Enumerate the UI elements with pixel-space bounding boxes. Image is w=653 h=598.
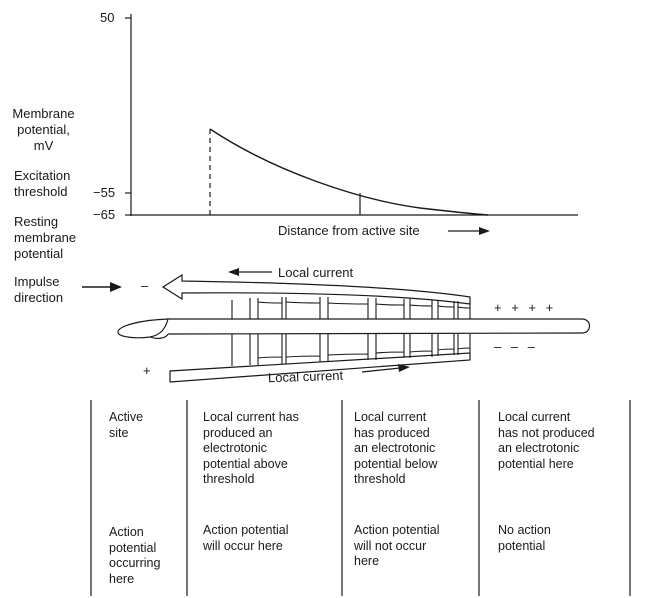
- impulse-direction-label: Impulse direction: [14, 274, 64, 305]
- y-tick-threshold: −55: [93, 185, 116, 200]
- local-current-top-label: Local current: [278, 265, 354, 280]
- col-no-potential-top: Local current has not produced an electr…: [498, 410, 595, 471]
- local-current-bottom-arrowhead: [398, 364, 410, 372]
- col-active-site-bottom: Action potential occurring here: [109, 525, 161, 586]
- y-tick-50: 50: [100, 10, 115, 25]
- col-below-threshold-top: Local current has produced an electroton…: [354, 410, 438, 486]
- excitation-threshold-label: Excitation threshold: [14, 168, 71, 199]
- col-above-threshold-bottom: Action potential will occur here: [203, 523, 289, 553]
- local-current-bottom-label: Local current: [267, 367, 344, 386]
- axon-tube: [167, 318, 591, 335]
- local-current-top-arrowhead: [228, 268, 239, 276]
- distance-arrowhead: [479, 227, 490, 235]
- minus-signs-right: – – –: [494, 339, 538, 354]
- col-below-threshold-bottom: Action potential will not occur here: [354, 523, 440, 568]
- current-loops-bottom: [231, 334, 471, 366]
- potential-decay-curve: [209, 128, 489, 216]
- plus-sign-left: +: [143, 363, 151, 378]
- local-current-bottom-arrow: [361, 367, 401, 373]
- y-tick-resting: −65: [93, 207, 116, 222]
- local-current-arrow-top: [161, 273, 471, 305]
- plus-signs-right: + + + +: [494, 300, 557, 315]
- minus-sign-left: –: [141, 278, 149, 293]
- axon-cut-end: [117, 318, 169, 340]
- col-no-potential-bottom: No action potential: [498, 523, 551, 553]
- impulse-direction-arrowhead: [110, 282, 122, 292]
- current-loops-top: [231, 297, 471, 319]
- distance-axis-label: Distance from active site: [278, 223, 420, 238]
- resting-potential-label: Resting membrane potential: [14, 214, 77, 261]
- col-above-threshold-top: Local current has produced an electroton…: [203, 410, 299, 486]
- col-active-site-top: Active site: [109, 410, 144, 440]
- membrane-potential-label: Membrane potential, mV: [12, 106, 75, 153]
